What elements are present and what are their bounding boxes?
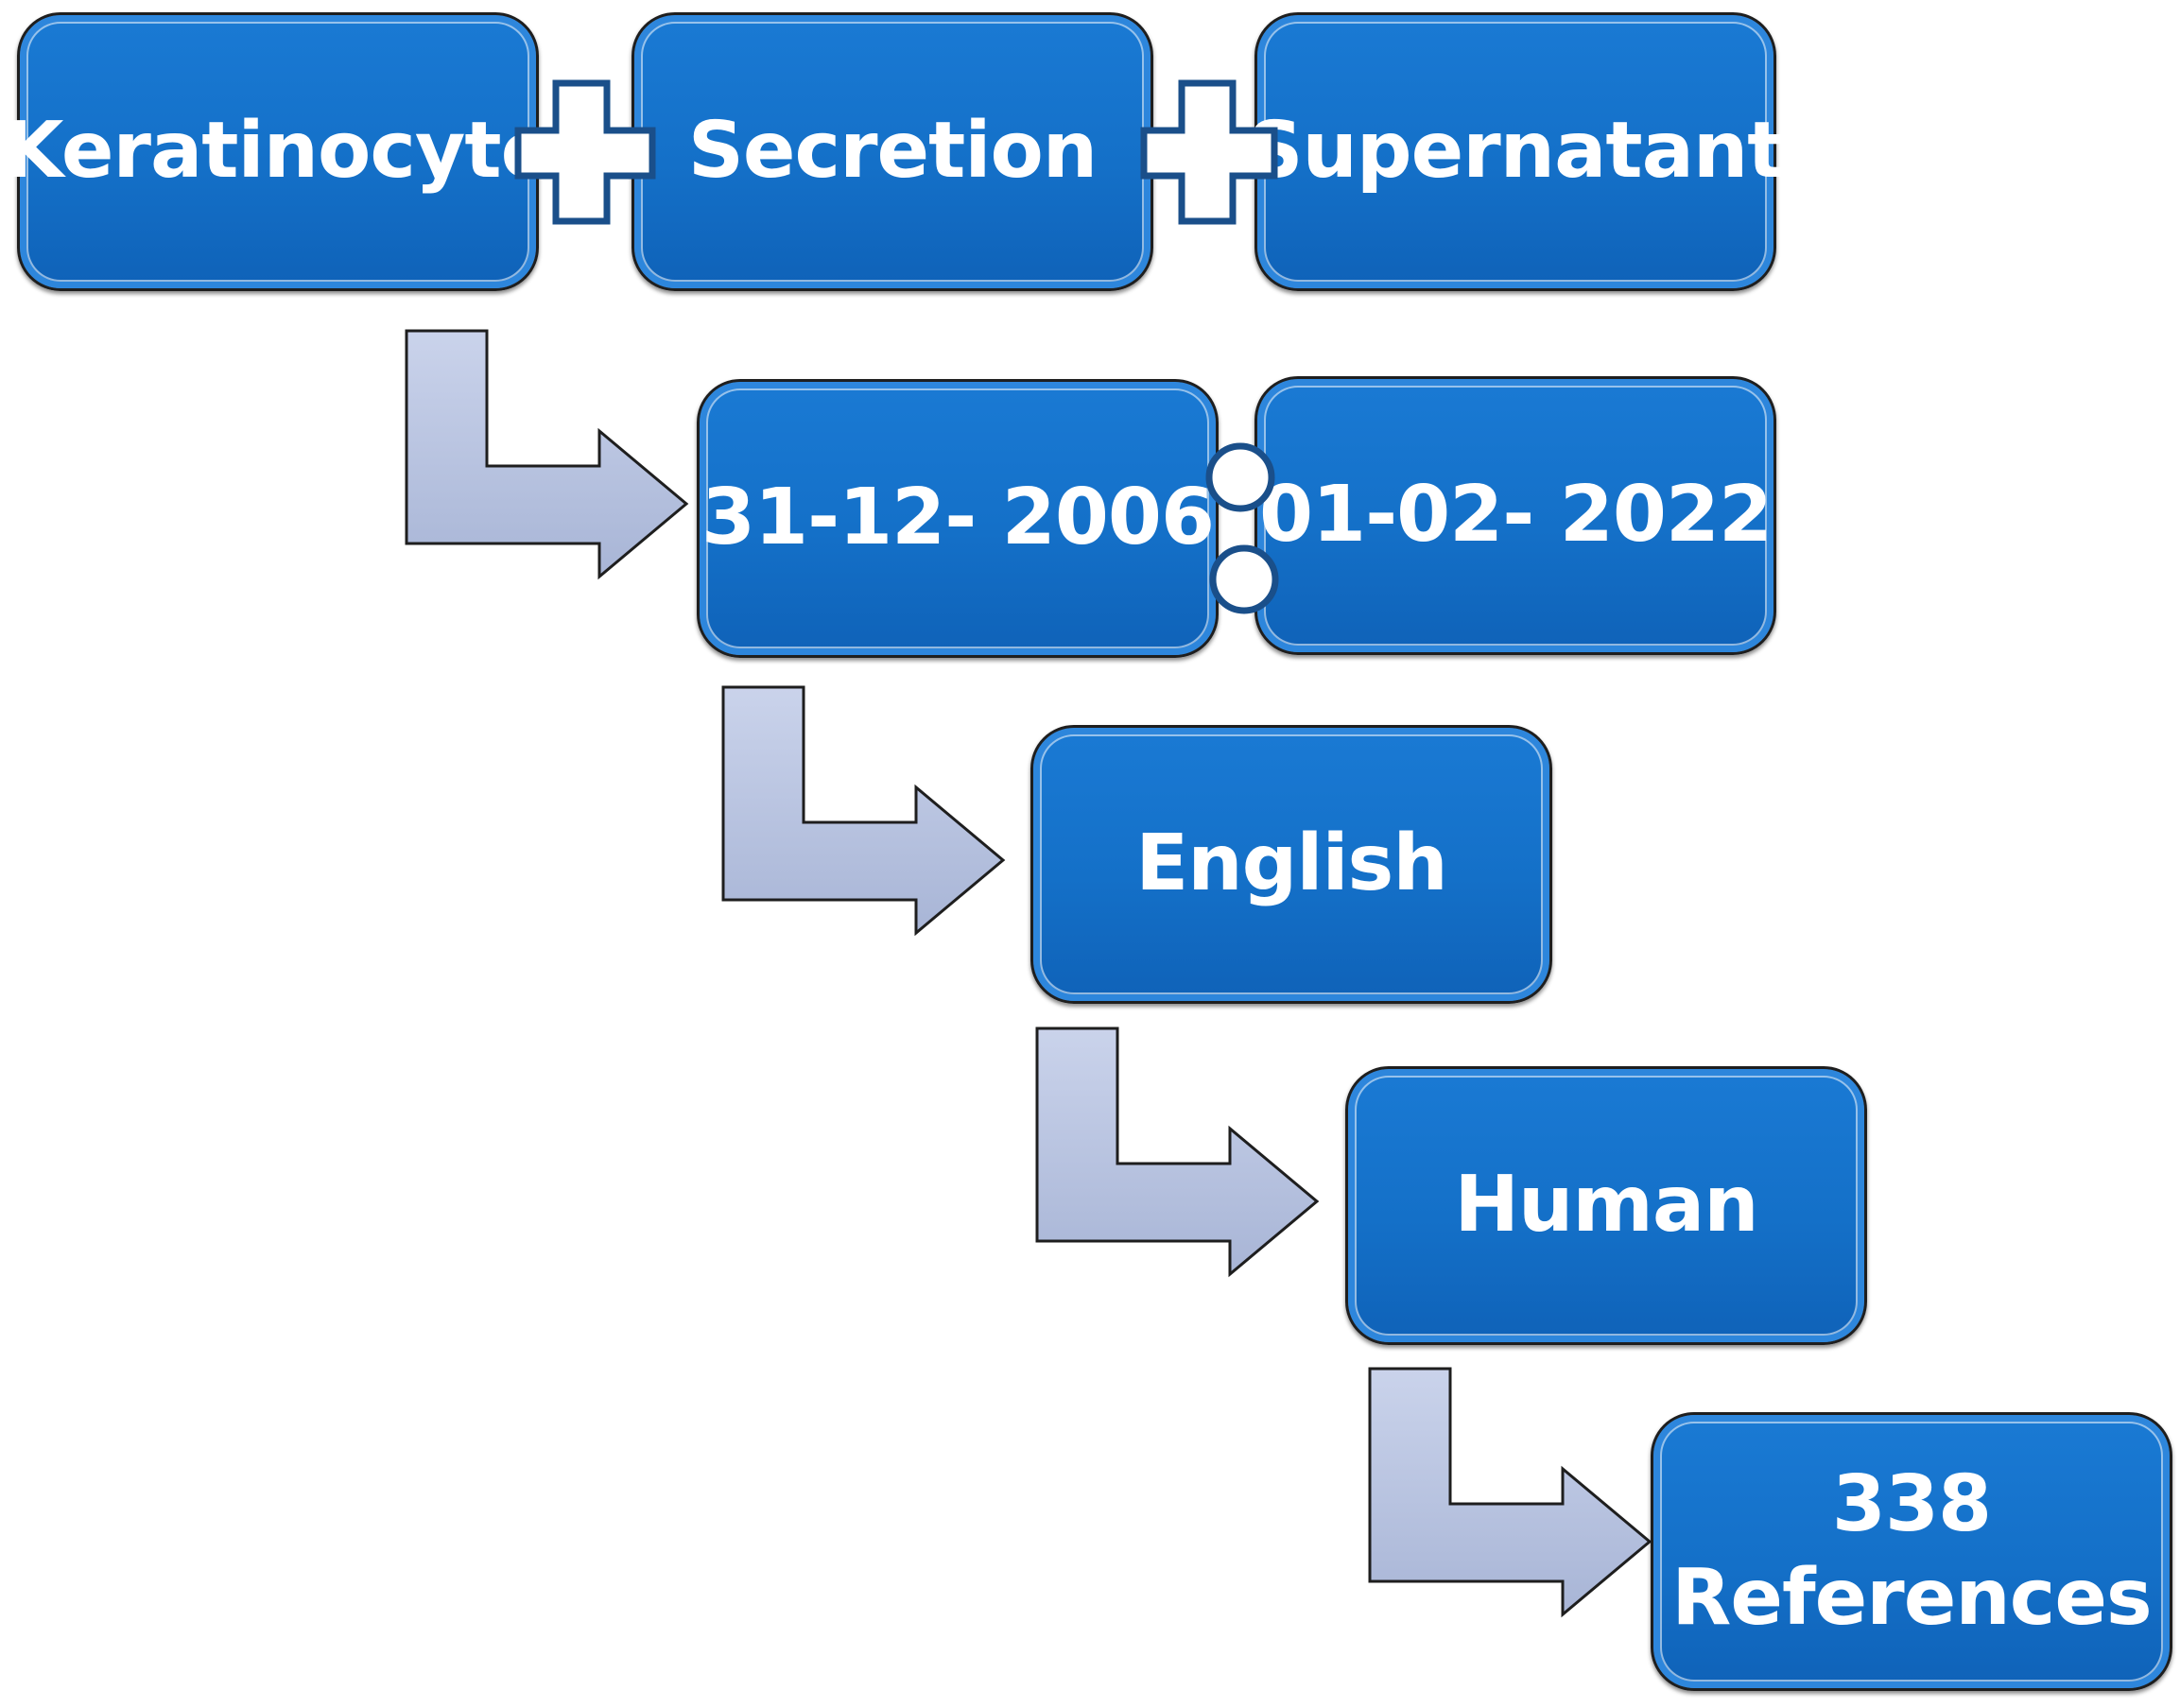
species-label: Human [1454,1160,1758,1251]
result-count: 338 [1831,1459,1992,1550]
bent-arrow-icon [1368,1367,1652,1618]
search-term-box: Keratinocyte [4,12,553,291]
search-term-label: Supernatant [1247,106,1785,197]
date-end-label: 01-02- 2022 [1258,470,1773,561]
date-end-box: 01-02- 2022 [1254,376,1776,655]
search-term-box: Supernatant [1248,12,1785,291]
search-term-label: Secretion [687,106,1098,197]
search-term-label: Keratinocyte [3,106,553,197]
bent-arrow-icon [721,685,1006,937]
species-box: Human [1345,1066,1867,1345]
result-label: References [1671,1552,2153,1643]
language-label: English [1135,819,1447,909]
result-box: 338 References [1651,1412,2172,1691]
date-start-box: 31-12- 2006 [697,379,1219,658]
date-start-label: 31-12- 2006 [701,473,1215,563]
bent-arrow-icon [1035,1027,1320,1278]
bent-arrow-icon [405,329,689,580]
search-term-box: Secretion [632,12,1153,291]
language-box: English [1030,725,1552,1004]
